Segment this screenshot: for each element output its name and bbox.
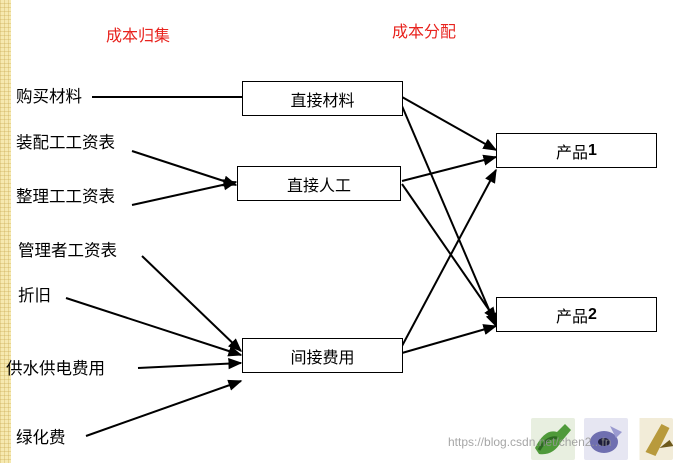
box-direct-material-label: 直接材料	[290, 90, 355, 110]
box-indirect-cost: 间接费用	[242, 338, 403, 373]
nav-icon-gold[interactable]	[636, 418, 673, 460]
heading-cost-collection: 成本归集	[106, 26, 171, 45]
source-depreciation: 折旧	[18, 286, 51, 305]
arrow-labor-to-product1	[401, 154, 498, 182]
nav-icon-green[interactable]	[531, 418, 575, 460]
source-greening: 绿化费	[16, 428, 66, 447]
arrow-material-to-product2	[401, 105, 497, 328]
arrow-assembly-to-direct-labor	[131, 150, 238, 187]
source-purchase-materials: 购买材料	[16, 87, 82, 106]
source-utilities: 供水供电费用	[6, 359, 105, 378]
arrow-indirect-to-product2	[401, 324, 498, 354]
source-assembly-wages: 装配工工资表	[16, 133, 115, 152]
arrow-labor-to-product2	[401, 183, 497, 322]
product-1-number: 1	[588, 141, 597, 159]
arrow-material-to-product1	[401, 96, 498, 151]
box-direct-material: 直接材料	[242, 81, 403, 116]
arrow-manager-to-indirect	[141, 255, 243, 352]
arrow-indirect-to-product1	[401, 168, 497, 347]
product-2-label: 产品	[556, 306, 589, 326]
box-direct-labor-label: 直接人工	[286, 175, 351, 195]
source-finishing-wages: 整理工工资表	[16, 187, 115, 206]
decorative-stripe	[0, 0, 11, 463]
heading-cost-allocation: 成本分配	[392, 22, 457, 41]
product-1-label: 产品	[556, 142, 589, 162]
nav-icon-blue[interactable]	[584, 418, 628, 460]
box-indirect-cost-label: 间接费用	[290, 347, 355, 367]
box-direct-labor: 直接人工	[237, 166, 401, 201]
source-manager-wages: 管理者工资表	[18, 241, 117, 260]
arrow-utilities-to-indirect	[137, 358, 243, 370]
arrow-greening-to-indirect	[85, 379, 243, 437]
arrow-finishing-to-direct-labor	[131, 179, 238, 206]
arrow-depreciation-to-indirect	[65, 297, 243, 357]
product-2-number: 2	[588, 305, 597, 323]
watermark-text: https://blog.csdn.net/chen2...fn	[448, 435, 612, 449]
